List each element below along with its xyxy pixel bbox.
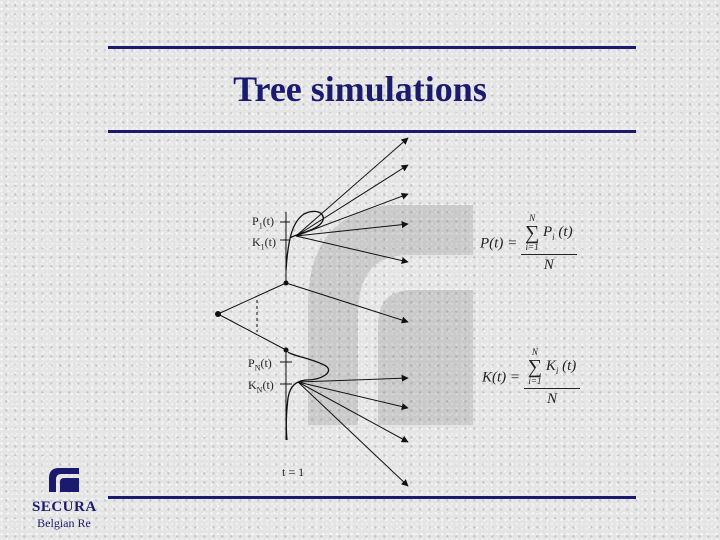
branch-lower — [217, 313, 287, 351]
upper-arrow-3 — [295, 192, 409, 237]
formula-p-fraction: N ∑ i=1 Pi (t) N — [520, 213, 577, 274]
upper-arrow-2 — [295, 164, 409, 237]
top-rule — [108, 46, 636, 49]
logo-wordmark: SECURA — [32, 499, 97, 515]
formula-p-denominator: N — [543, 257, 554, 273]
formula-p-sum: N ∑ i=1 — [524, 213, 540, 252]
lower-arrow-2 — [297, 381, 409, 410]
watermark-logo-icon — [308, 205, 473, 425]
lower-density-curve — [285, 351, 330, 441]
lower-arrow-4 — [297, 381, 409, 487]
upper-arrows — [285, 137, 409, 324]
lower-arrow-1 — [297, 374, 409, 383]
formula-p-term: Pi (t) — [542, 224, 573, 243]
formula-k: K(t) = N ∑ i=1 Ki (t) N — [482, 347, 581, 408]
lower-arrow-3 — [297, 381, 409, 443]
formula-p: P(t) = N ∑ i=1 Pi (t) N — [480, 214, 577, 274]
time-label: t = 1 — [282, 465, 305, 479]
formula-k-denominator: N — [547, 391, 558, 407]
upper-arrow-5 — [295, 235, 409, 264]
title-rule — [108, 130, 636, 133]
slide-title: Tree simulations — [233, 69, 487, 109]
formula-k-sum: N ∑ i=1 — [527, 347, 543, 386]
upper-arrow-1 — [295, 137, 409, 237]
bottom-rule — [108, 496, 636, 499]
formula-k-term: Ki (t) — [545, 358, 577, 377]
branch-upper — [217, 282, 287, 315]
p1-label: P1(t) — [252, 214, 275, 231]
formula-k-lhs: K(t) = — [482, 369, 521, 386]
secura-mark-icon — [49, 468, 79, 492]
secura-logo: SECURA Belgian Re — [32, 466, 96, 531]
logo-subtitle: Belgian Re — [37, 516, 91, 530]
lower-arrows — [297, 374, 409, 487]
kn-label: KN(t) — [248, 378, 274, 395]
k1-label: K1(t) — [252, 235, 276, 252]
formula-k-fraction: N ∑ i=1 Ki (t) N — [523, 347, 581, 408]
pn-label: PN(t) — [248, 356, 272, 373]
upper-arrow-4 — [295, 221, 409, 237]
formula-p-lhs: P(t) = — [480, 235, 518, 252]
upper-arrow-6 — [285, 282, 409, 324]
